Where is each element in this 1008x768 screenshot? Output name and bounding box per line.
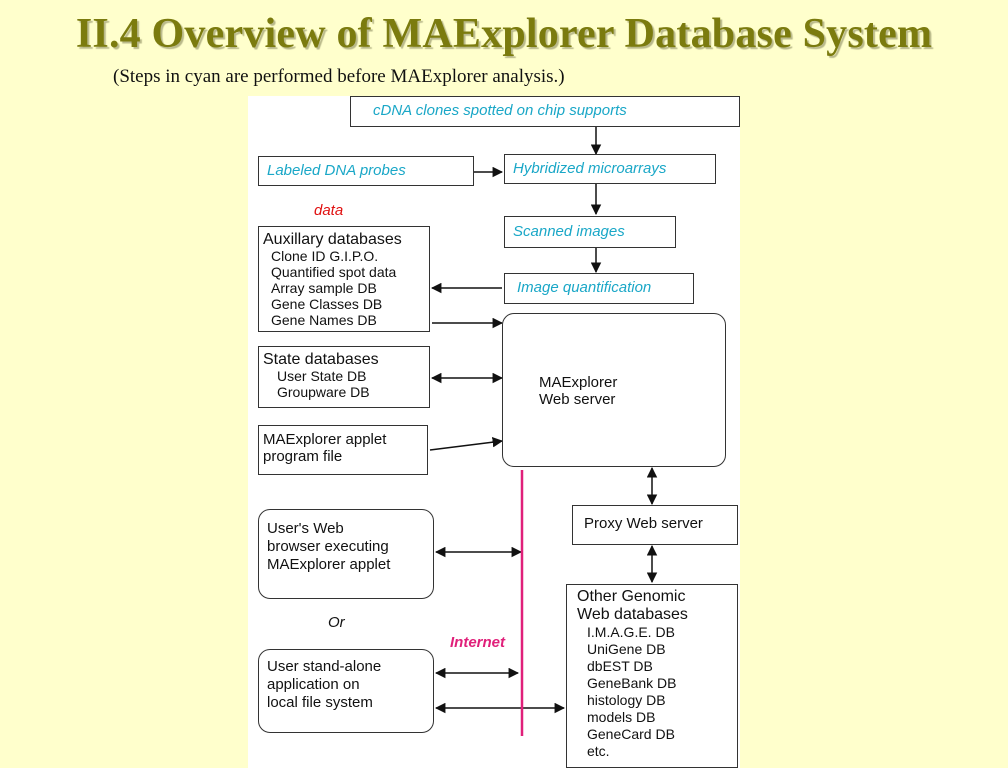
auxillary-title: Auxillary databases (263, 231, 402, 248)
web-server-line2: Web server (539, 391, 616, 408)
arrow-applet-to-server (429, 436, 504, 451)
auxillary-item: Clone ID G.I.P.O. (271, 248, 379, 264)
state-title: State databases (263, 351, 379, 368)
slide-title: II.4 Overview of MAExplorer Database Sys… (75, 11, 933, 57)
state-databases-box: State databases User State DB Groupware … (258, 346, 430, 408)
genomic-item: histology DB (587, 692, 666, 708)
data-label: data (314, 202, 344, 219)
scanned-images-box: Scanned images (504, 216, 676, 248)
auxillary-item: Gene Names DB (271, 312, 377, 328)
genomic-item: dbEST DB (587, 658, 653, 674)
genomic-item: models DB (587, 709, 656, 725)
state-item: Groupware DB (277, 384, 370, 400)
diagram-panel: cDNA clones spotted on chip supports Lab… (248, 96, 740, 768)
hybridized-box: Hybridized microarrays (504, 154, 716, 184)
applet-file-line1: MAExplorer applet (263, 431, 387, 448)
state-item: User State DB (277, 368, 367, 384)
labeled-probes-box: Labeled DNA probes (258, 156, 474, 186)
genomic-title1: Other Genomic (577, 588, 686, 605)
applet-program-file-box: MAExplorer applet program file (258, 425, 428, 475)
genomic-item: GeneBank DB (587, 675, 677, 691)
auxillary-item: Gene Classes DB (271, 296, 383, 312)
browser-line3: MAExplorer applet (267, 556, 391, 573)
applet-file-line2: program file (263, 448, 343, 465)
genomic-item: I.M.A.G.E. DB (587, 624, 675, 640)
cdna-clones-box: cDNA clones spotted on chip supports (350, 96, 740, 127)
web-server-line1: MAExplorer (539, 374, 618, 391)
internet-label: Internet (450, 634, 506, 651)
auxillary-item: Quantified spot data (271, 264, 397, 280)
genomic-title2: Web databases (577, 606, 688, 623)
standalone-app-box: User stand-alone application on local fi… (258, 649, 434, 733)
image-quantification-box: Image quantification (504, 273, 694, 304)
or-label: Or (328, 614, 345, 631)
standalone-line1: User stand-alone (267, 658, 382, 675)
standalone-line3: local file system (267, 694, 373, 711)
diagram-connectors (429, 127, 658, 736)
genomic-item: GeneCard DB (587, 726, 675, 742)
genomic-item: etc. (587, 743, 610, 759)
proxy-web-server-box: Proxy Web server (572, 505, 738, 545)
genomic-databases-box: Other Genomic Web databases I.M.A.G.E. D… (566, 584, 738, 768)
auxillary-databases-box: Auxillary databases Clone ID G.I.P.O. Qu… (258, 226, 430, 332)
genomic-item: UniGene DB (587, 641, 666, 657)
web-server-box: MAExplorer Web server (502, 313, 726, 467)
browser-line2: browser executing (267, 538, 389, 555)
slide-subtitle: (Steps in cyan are performed before MAEx… (113, 66, 565, 87)
standalone-line2: application on (267, 676, 360, 693)
auxillary-item: Array sample DB (271, 280, 377, 296)
browser-line1: User's Web (267, 520, 344, 537)
user-browser-box: User's Web browser executing MAExplorer … (258, 509, 434, 599)
